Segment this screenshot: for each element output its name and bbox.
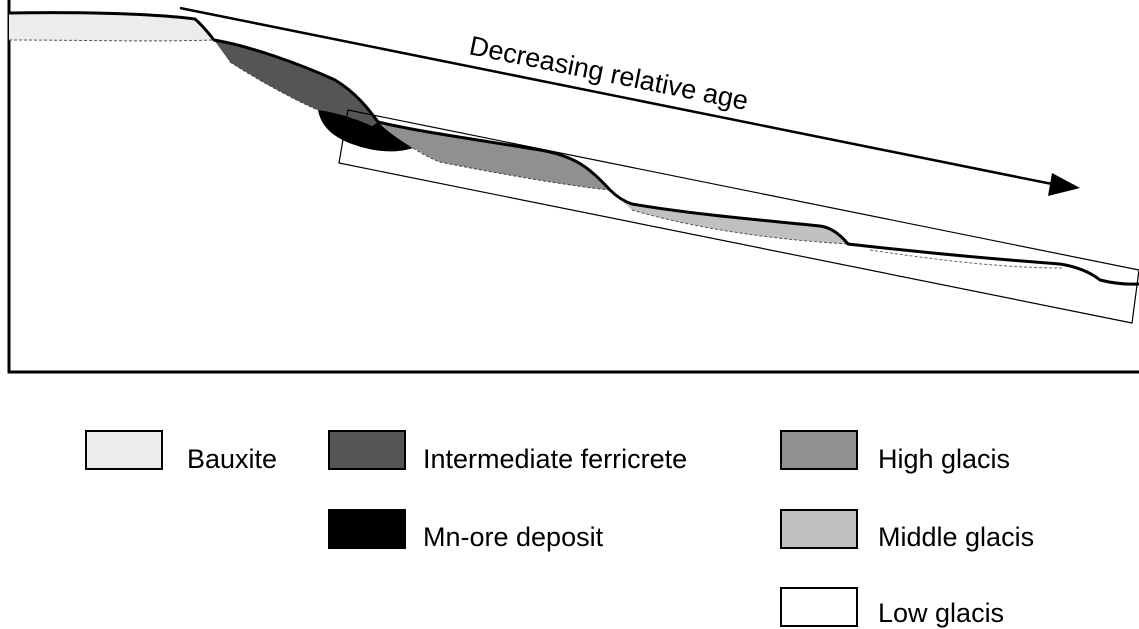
diagram-frame [7, 0, 1139, 374]
high-glacis-base-line [412, 147, 611, 191]
legend-swatch-bauxite [85, 430, 163, 470]
mn-ore-deposit-body [318, 110, 413, 152]
bauxite-base-line [8, 39, 215, 42]
legend-label-low-glacis: Low glacis [878, 598, 1005, 628]
legend-label-mn-ore-deposit: Mn-ore deposit [423, 522, 604, 552]
legend-label-high-glacis: High glacis [878, 444, 1011, 474]
middle-glacis-base-line [631, 209, 849, 245]
land-surface-line [8, 11, 1139, 286]
bauxite-layer [9, 12, 214, 41]
high-glacis-layer [378, 122, 610, 190]
legend-label-middle-glacis: Middle glacis [878, 522, 1035, 552]
age-arrow-head [1048, 173, 1080, 196]
legend-swatch-intermediate-ferricrete [328, 430, 406, 470]
intermediate-ferricrete-layer [214, 40, 378, 126]
legend-swatch-high-glacis [780, 430, 858, 470]
legend-label-intermediate-ferricrete: Intermediate ferricrete [423, 444, 688, 474]
legend-swatch-mn-ore-deposit [328, 509, 406, 549]
age-arrow-shaft [179, 6, 1063, 188]
legend-swatch-middle-glacis [780, 509, 858, 549]
glacis-sequence-box [338, 109, 1139, 324]
legend-label-bauxite: Bauxite [187, 444, 278, 474]
low-glacis-base-line [869, 249, 1063, 269]
legend-swatch-low-glacis [780, 587, 858, 627]
